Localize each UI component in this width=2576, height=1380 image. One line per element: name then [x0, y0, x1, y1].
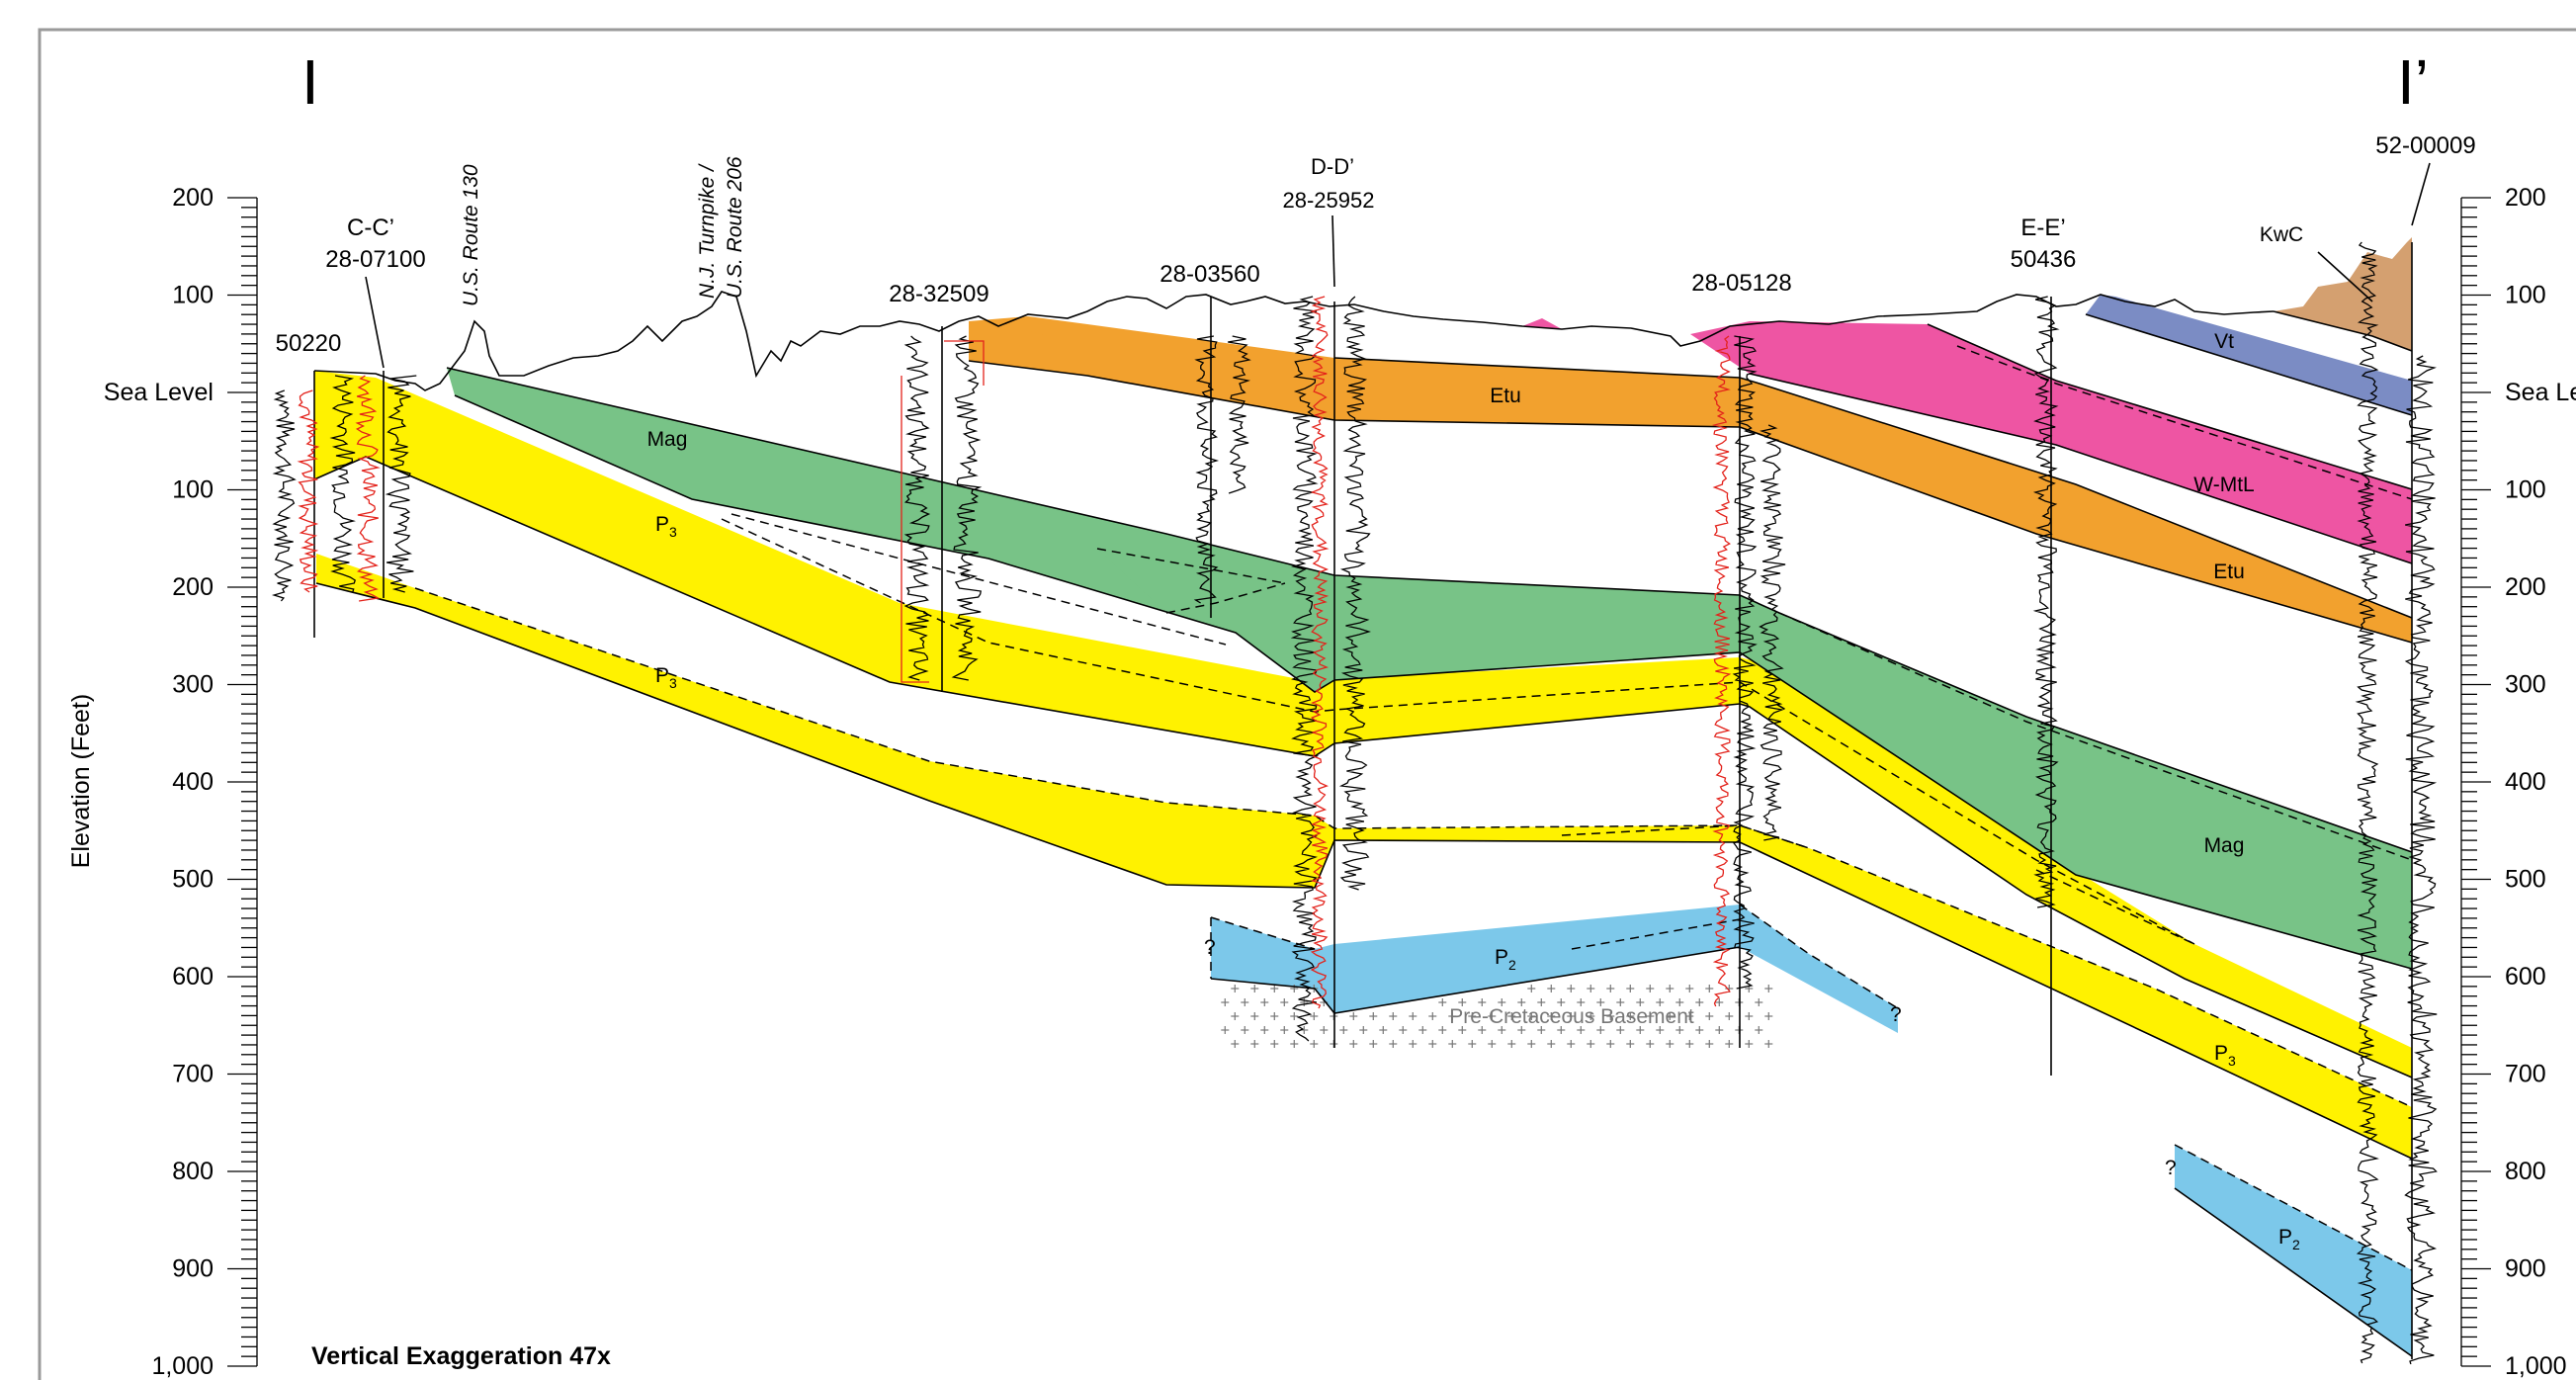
- axis-tick-label: 500: [172, 866, 214, 894]
- well-crossref-label: C-C’: [347, 215, 394, 241]
- unit-label-mag: Mag: [647, 428, 688, 451]
- axis-tick-label: 100: [2505, 476, 2546, 504]
- axis-tick-label: 1,000: [151, 1352, 214, 1380]
- well-label: 28-05128: [1691, 270, 1791, 297]
- axis-tick-label: 600: [2505, 963, 2546, 991]
- geophysical-logs: [271, 241, 2438, 1365]
- well-crossref-label: E-E’: [2020, 215, 2065, 241]
- mag-unit: [447, 368, 2412, 969]
- unit-label-p2: P2: [2278, 1226, 2300, 1252]
- frame-border: [38, 28, 2576, 1380]
- p2-unit-lower: [2175, 1145, 2412, 1356]
- vertical-exaggeration-note: Vertical Exaggeration 47x: [311, 1342, 611, 1370]
- unit-label-basement: Pre-Cretaceous Basement: [1449, 1005, 1694, 1028]
- axis-tick-label: 700: [2505, 1061, 2546, 1088]
- etu-unit: [969, 316, 2412, 643]
- unit-label-wmtl: W-MtL: [2193, 474, 2254, 496]
- road-label: N.J. Turnpike /: [696, 163, 719, 299]
- well-label: 28-07100: [325, 246, 425, 273]
- unit-label-etu: Etu: [1490, 385, 1521, 407]
- unit-label-vt: Vt: [2214, 330, 2234, 353]
- svg-text:P3: P3: [655, 664, 677, 691]
- axis-tick-label: Sea Le: [2505, 379, 2576, 406]
- axis-tick-label: 700: [172, 1061, 214, 1088]
- axis-tick-label: 400: [172, 768, 214, 796]
- well-label: 50220: [276, 330, 342, 357]
- well-label: 28-03560: [1159, 261, 1259, 288]
- svg-text:P2: P2: [2278, 1226, 2300, 1252]
- axis-tick-label: 800: [172, 1158, 214, 1185]
- axis-tick-label: 100: [172, 476, 214, 504]
- vt-unit: [2086, 295, 2412, 415]
- axis-title: Elevation (Feet): [67, 694, 95, 868]
- axis-tick-label: 900: [172, 1255, 214, 1283]
- axis-tick-label: 200: [2505, 184, 2546, 212]
- uncertain-mark: ?: [2165, 1157, 2177, 1179]
- kwc-unit: [2274, 237, 2412, 351]
- land-surface-profile: [313, 291, 2275, 391]
- unit-label-p3: P3: [655, 664, 677, 691]
- unit-label-p3: P3: [2214, 1042, 2236, 1069]
- well-label: 28-25952: [1283, 188, 1375, 213]
- well-label: 28-32509: [889, 281, 988, 307]
- uncertain-mark: ?: [1890, 1003, 1902, 1026]
- unit-label-etu: Etu: [2213, 561, 2245, 583]
- leader-lines: [365, 162, 2431, 369]
- axis-tick-label: 200: [172, 573, 214, 601]
- axis-tick-label: Sea Level: [104, 379, 214, 406]
- section-end-label: I’: [2397, 46, 2429, 118]
- svg-text:P3: P3: [2214, 1042, 2236, 1069]
- axis-tick-label: 500: [2505, 866, 2546, 894]
- axis-tick-label: 400: [2505, 768, 2546, 796]
- well-label: 52-00009: [2375, 132, 2475, 159]
- unit-label-mag: Mag: [2204, 834, 2245, 857]
- well-crossref-label: D-D’: [1311, 154, 1354, 179]
- road-label: U.S. Route 206: [724, 156, 746, 299]
- axis-tick-label: 600: [172, 963, 214, 991]
- mag-wedge: [1097, 549, 1285, 613]
- axis-tick-label: 200: [2505, 573, 2546, 601]
- svg-text:P2: P2: [1495, 946, 1516, 973]
- axis-tick-label: 800: [2505, 1158, 2546, 1185]
- road-label: U.S. Route 130: [460, 164, 482, 306]
- axis-tick-label: 100: [2505, 282, 2546, 309]
- axis-tick-label: 900: [2505, 1255, 2546, 1283]
- axis-tick-label: 200: [172, 184, 214, 212]
- basement-pattern: [1221, 985, 1773, 1048]
- p2-unit: [1211, 905, 1898, 1033]
- p3-upper-unit: [314, 371, 2412, 1078]
- svg-text:P3: P3: [655, 513, 677, 540]
- axis-tick-label: 1,000: [2505, 1352, 2567, 1380]
- uncertain-mark: ?: [1204, 936, 1216, 959]
- unit-label-p3: P3: [655, 513, 677, 540]
- formation-units: [314, 237, 2412, 1356]
- section-start-label: I: [301, 46, 319, 118]
- axis-tick-label: 300: [2505, 671, 2546, 699]
- unit-label-kwc: KwC: [2260, 223, 2303, 246]
- basement-unit: [1211, 947, 1779, 1048]
- axis-tick-label: 300: [172, 671, 214, 699]
- well-label: 50436: [2011, 246, 2077, 273]
- etu-patch: [1030, 321, 1048, 336]
- axis-tick-label: 100: [172, 282, 214, 309]
- contact-lines: [313, 310, 2413, 1357]
- unit-label-p2: P2: [1495, 946, 1516, 973]
